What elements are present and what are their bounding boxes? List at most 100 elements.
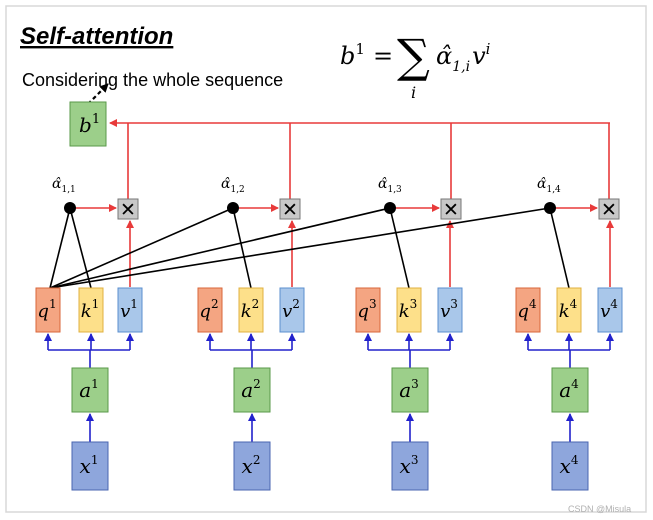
- query-q4-box: q4: [515, 287, 541, 333]
- key-k3-rect: [396, 287, 422, 333]
- input-x1-rect: [71, 441, 109, 491]
- output-b1-box: b1: [69, 101, 107, 147]
- query-q3-label: q3: [357, 297, 376, 322]
- multiply-node-4: ✕: [598, 198, 620, 221]
- value-v2-base: v: [282, 301, 292, 322]
- weight-dot-2: [227, 202, 239, 214]
- key-k1-sup: 1: [92, 297, 100, 311]
- query-q4-base: q: [517, 301, 529, 322]
- query-q3-sup: 3: [369, 297, 377, 311]
- key-k1-base: k: [81, 301, 92, 322]
- value-v3-rect: [437, 287, 463, 333]
- query-q1-box: q1: [35, 287, 61, 333]
- key-k3-base: k: [399, 301, 410, 322]
- multiply-box-3: [440, 198, 462, 220]
- multiply-icon-2: ✕: [282, 200, 298, 221]
- formula-sum-sign: ∑: [397, 29, 430, 83]
- input-a2-base: a: [241, 378, 253, 402]
- output-b1-base: b: [79, 113, 92, 137]
- input-x2-base: x: [242, 454, 253, 478]
- input-a2-box: a2: [233, 367, 271, 413]
- query-q2-label: q2: [199, 297, 218, 322]
- weight-label-4-base: α̂: [537, 176, 547, 192]
- weight-label-3: α̂1,3: [378, 176, 402, 195]
- value-v1-box: v1: [117, 287, 143, 333]
- input-a3-sup: 3: [411, 377, 419, 391]
- key-k3-sup: 3: [410, 297, 418, 311]
- weight4-to-k4: [549, 207, 570, 289]
- formula-v: v: [472, 42, 486, 70]
- value-v4-label: v4: [600, 297, 618, 322]
- key-k2-rect: [238, 287, 264, 333]
- input-x2-label: x2: [242, 453, 261, 478]
- value-v4-rect: [597, 287, 623, 333]
- key-k1-label: k1: [81, 297, 100, 322]
- formula-alpha-sub: 1,i: [452, 59, 470, 75]
- multiply-box-1: [117, 198, 139, 220]
- input-a4-base: a: [559, 378, 571, 402]
- input-x2-box: x2: [233, 441, 271, 491]
- input-a1-base: a: [79, 378, 91, 402]
- key-k1-box: k1: [78, 287, 104, 333]
- value-v1-label: v1: [120, 297, 138, 322]
- input-x3-sup: 3: [411, 453, 419, 467]
- input-a1-sup: 1: [91, 377, 99, 391]
- value-v1-sup: 1: [130, 297, 138, 311]
- input-a3-base: a: [399, 378, 411, 402]
- weight-label-1-base: α̂: [52, 176, 62, 192]
- weight-label-2-sub: 1,2: [230, 185, 244, 195]
- key-k4-base: k: [559, 301, 570, 322]
- input-a3-label: a3: [399, 377, 419, 402]
- value-v2-label: v2: [282, 297, 300, 322]
- multiply-icon-4: ✕: [601, 200, 617, 221]
- query-q1-rect: [35, 287, 61, 333]
- input-x2-sup: 2: [253, 453, 261, 467]
- query-q3-base: q: [357, 301, 369, 322]
- key-k3-box: k3: [396, 287, 422, 333]
- value-v3-sup: 3: [450, 297, 458, 311]
- input-x4-label: x4: [560, 453, 579, 478]
- formula-alpha: α̂: [436, 42, 452, 70]
- query-q3-box: q3: [355, 287, 381, 333]
- formula-equals: =: [373, 42, 393, 70]
- value-v1-base: v: [120, 301, 130, 322]
- multiply-node-2: ✕: [279, 198, 301, 221]
- title: Self-attention: [20, 23, 173, 50]
- output-b1-sup: 1: [92, 112, 100, 127]
- query-q2-base: q: [199, 301, 211, 322]
- weight-label-2-base: α̂: [221, 176, 231, 192]
- key-k3-label: k3: [399, 297, 418, 322]
- value-v3-box: v3: [437, 287, 463, 333]
- multiply-box-2: [279, 198, 301, 220]
- weight-label-1: α̂1,1: [52, 176, 76, 195]
- formula-sum-index: i: [411, 83, 416, 102]
- multiply-icon-1: ✕: [120, 200, 136, 221]
- weight-label-3-base: α̂: [378, 176, 388, 192]
- input-x4-rect: [551, 441, 589, 491]
- input-a4-box: a4: [551, 367, 589, 413]
- input-a2-rect: [233, 367, 271, 413]
- weight-dot-3: [384, 202, 396, 214]
- key-k2-sup: 2: [252, 297, 260, 311]
- weight-label-4: α̂1,4: [537, 176, 561, 195]
- watermark: CSDN @Misula: [568, 504, 631, 514]
- key-k4-label: k4: [559, 297, 578, 322]
- value-v2-box: v2: [279, 287, 305, 333]
- key-k4-rect: [556, 287, 582, 333]
- value-v2-rect: [279, 287, 305, 333]
- key-k1-rect: [78, 287, 104, 333]
- input-a2-label: a2: [241, 377, 261, 402]
- svg-text:b1: b1: [79, 112, 100, 137]
- input-a4-rect: [551, 367, 589, 413]
- dashed-arrow: [87, 83, 109, 105]
- weight-label-1-sub: 1,1: [61, 185, 75, 195]
- key-k2-box: k2: [238, 287, 264, 333]
- subtitle: Considering the whole sequence: [22, 70, 283, 90]
- key-k2-base: k: [241, 301, 252, 322]
- weight3-to-k3: [389, 207, 410, 289]
- query-q4-rect: [515, 287, 541, 333]
- input-a2-sup: 2: [253, 377, 261, 391]
- input-a1-label: a1: [79, 377, 99, 402]
- input-x3-box: x3: [391, 441, 429, 491]
